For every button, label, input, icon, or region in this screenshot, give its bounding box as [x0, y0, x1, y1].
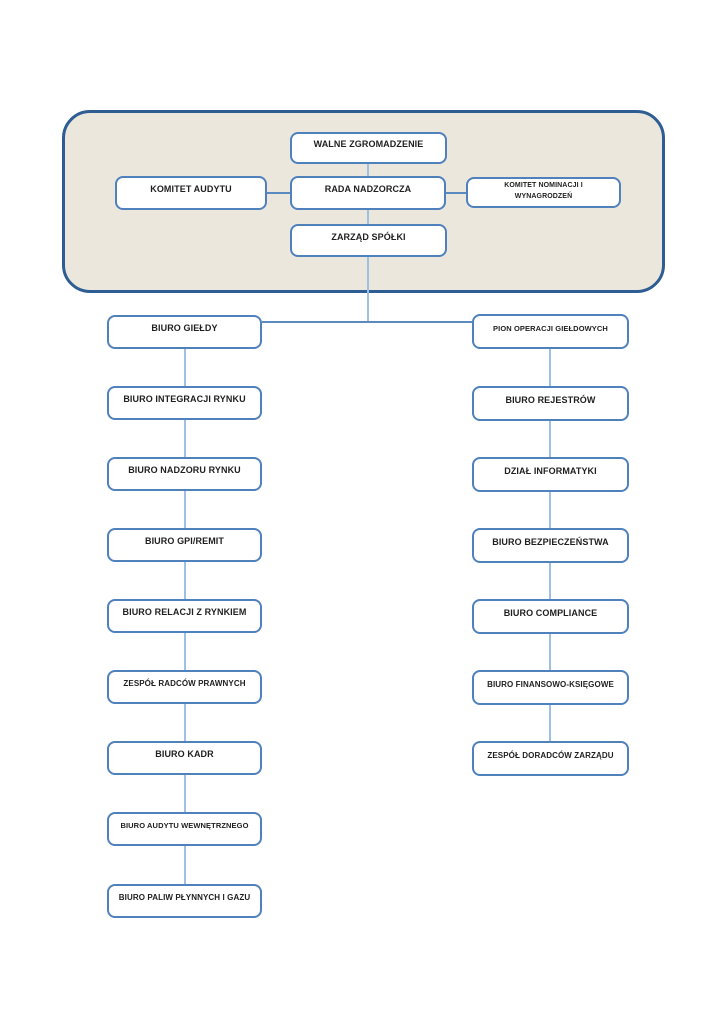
connector-rada-nominacje	[446, 192, 466, 194]
connector-walne-rada	[367, 164, 369, 176]
connector-right-5	[549, 634, 551, 670]
org-node-komitet-audytu: KOMITET AUDYTU	[115, 176, 267, 210]
connector-right-3	[549, 492, 551, 528]
org-node-biuro-gieldy: BIURO GIEŁDY	[107, 315, 262, 349]
org-node-dzial-informatyki: DZIAŁ INFORMATYKI	[472, 457, 629, 492]
org-node-biuro-gpi-remit: BIURO GPI/REMIT	[107, 528, 262, 562]
connector-right-2	[549, 421, 551, 457]
org-node-biuro-nadzoru-rynku: BIURO NADZORU RYNKU	[107, 457, 262, 491]
org-node-biuro-rejestrow: BIURO REJESTRÓW	[472, 386, 629, 421]
connector-left-3	[184, 491, 186, 528]
connector-left-6	[184, 704, 186, 741]
org-node-pion-operacji-gieldowych: PION OPERACJI GIEŁDOWYCH	[472, 314, 629, 349]
org-node-walne-zgromadzenie: WALNE ZGROMADZENIE	[290, 132, 447, 164]
connector-right-1	[549, 349, 551, 386]
connector-columns-crossbar	[262, 321, 472, 323]
connector-left-1	[184, 349, 186, 386]
connector-left-7	[184, 775, 186, 812]
org-node-biuro-kadr: BIURO KADR	[107, 741, 262, 775]
connector-rada-zarzad	[367, 210, 369, 224]
org-node-zespol-doradcow-zarzadu: ZESPÓŁ DORADCÓW ZARZĄDU	[472, 741, 629, 776]
org-node-biuro-compliance: BIURO COMPLIANCE	[472, 599, 629, 634]
connector-left-4	[184, 562, 186, 599]
org-node-komitet-nominacji: KOMITET NOMINACJI I WYNAGRODZEŃ	[466, 177, 621, 208]
connector-zarzad-down	[367, 257, 369, 322]
org-node-biuro-audytu-wewnetrznego: BIURO AUDYTU WEWNĘTRZNEGO	[107, 812, 262, 846]
org-node-biuro-relacji-z-rynkiem: BIURO RELACJI Z RYNKIEM	[107, 599, 262, 633]
org-node-zarzad-spolki: ZARZĄD SPÓŁKI	[290, 224, 447, 257]
org-node-biuro-finansowo-ksiegowe: BIURO FINANSOWO-KSIĘGOWE	[472, 670, 629, 705]
connector-left-2	[184, 420, 186, 457]
org-node-rada-nadzorcza: RADA NADZORCZA	[290, 176, 446, 210]
org-node-biuro-integracji-rynku: BIURO INTEGRACJI RYNKU	[107, 386, 262, 420]
connector-right-4	[549, 563, 551, 599]
connector-right-6	[549, 705, 551, 741]
connector-left-8	[184, 846, 186, 884]
connector-left-5	[184, 633, 186, 670]
org-node-biuro-paliw-plynnych-i-gazu: BIURO PALIW PŁYNNYCH I GAZU	[107, 884, 262, 918]
org-node-biuro-bezpieczenstwa: BIURO BEZPIECZEŃSTWA	[472, 528, 629, 563]
connector-audyt-rada	[267, 192, 290, 194]
org-node-zespol-radcow-prawnych: ZESPÓŁ RADCÓW PRAWNYCH	[107, 670, 262, 704]
